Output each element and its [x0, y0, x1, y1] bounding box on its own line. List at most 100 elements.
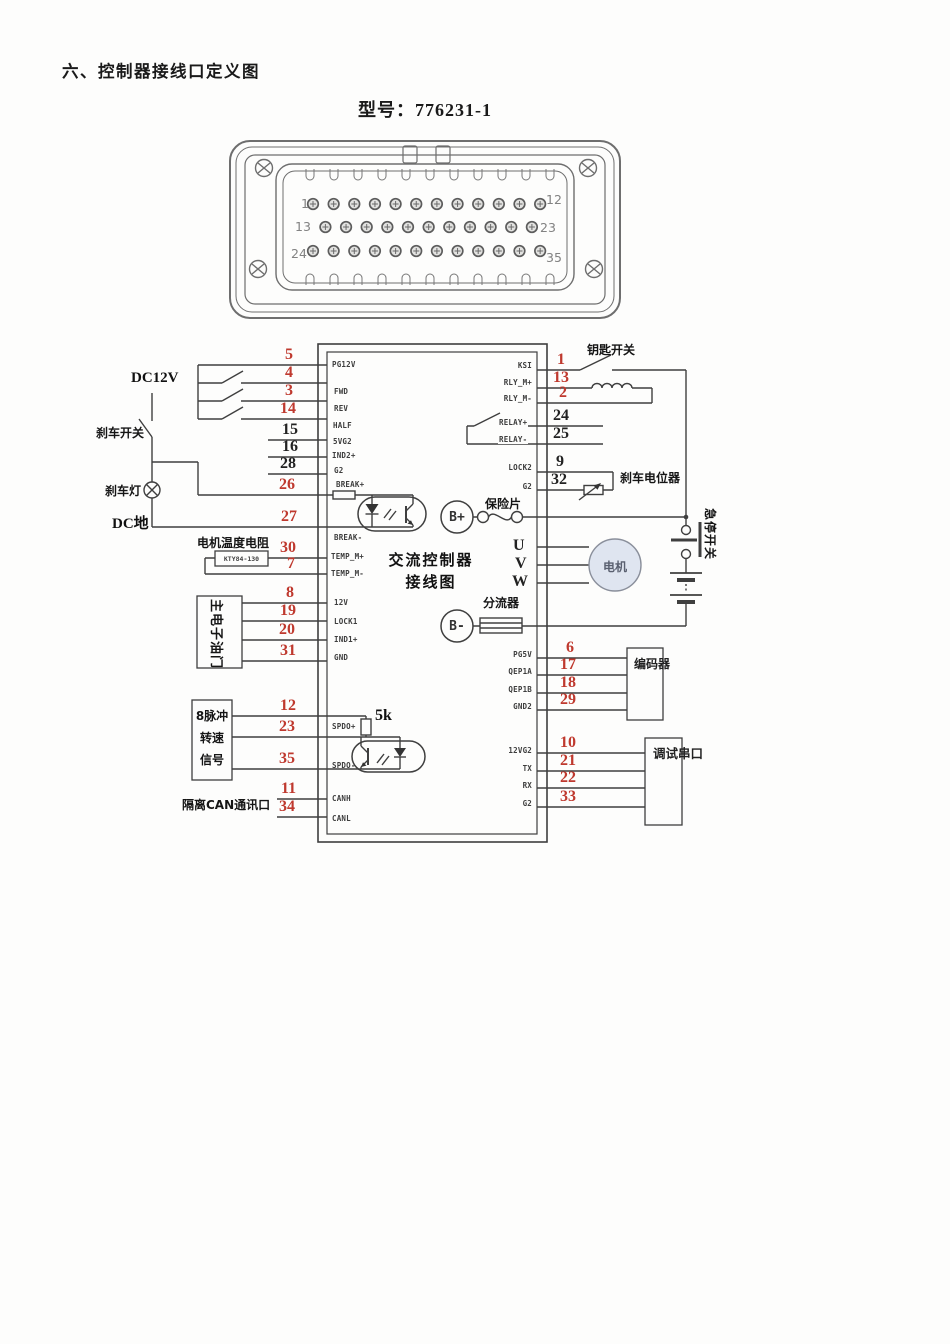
terminal-ksi: KSI: [517, 361, 532, 370]
terminal-gnd: GND: [334, 653, 349, 662]
connector-row3-right-label: 35: [546, 250, 562, 265]
b-minus-label: B-: [449, 619, 465, 634]
label-brake-light: 刹车灯: [105, 484, 142, 498]
terminal-lock1: LOCK1: [334, 617, 358, 626]
temp-sensor-model: KTY84-130: [223, 555, 260, 563]
label-motor-temp-resistor: 电机温度电阻: [197, 536, 270, 550]
connector-teeth-top: [305, 169, 555, 181]
connector-teeth-bottom: [305, 273, 555, 285]
terminal-gnd2: GND2: [513, 702, 532, 711]
terminal-rev: REV: [334, 404, 349, 413]
pin-number-3: 3: [285, 382, 293, 399]
terminal-half: HALF: [333, 421, 352, 430]
fuse-icon: [476, 510, 524, 524]
encoder-box: [626, 647, 664, 721]
b-plus-terminal: [440, 500, 474, 534]
label-motor: 电机: [602, 560, 627, 574]
connector-pin-row-3: [306, 244, 547, 258]
screw-icon: [584, 259, 604, 279]
label-key-switch: 钥匙开关: [587, 343, 636, 357]
pin-number-17: 17: [560, 656, 576, 673]
terminal-ind2: IND2+: [332, 451, 356, 460]
terminal-canl: CANL: [332, 814, 351, 823]
controller-title-line2: 接线图: [405, 573, 457, 591]
screw-icon: [248, 259, 268, 279]
model-number: 型号：776231-1: [358, 100, 492, 120]
label-brake-switch: 刹车开关: [96, 426, 145, 440]
label-serial-port: 调试串口: [653, 746, 704, 761]
terminal-fwd: FWD: [334, 387, 349, 396]
label-can-port: 隔离CAN通讯口: [182, 798, 271, 812]
pin-number-35: 35: [279, 750, 295, 767]
connector-drawing: [229, 140, 621, 319]
terminal-pg5v: PG5V: [513, 650, 532, 659]
label-estop: 急停开关: [703, 508, 717, 561]
pin-number-7: 7: [287, 555, 295, 572]
potentiometer-icon: [578, 483, 604, 501]
pulse-line-1: 8脉冲: [195, 709, 229, 723]
schematic: [138, 343, 702, 843]
pin-number-33: 33: [560, 788, 576, 805]
terminal-lock2: LOCK2: [508, 463, 532, 472]
terminal-qep1a: QEP1A: [508, 667, 532, 676]
b-minus-terminal: [440, 609, 474, 643]
pin-number-15: 15: [282, 421, 298, 438]
motor-symbol: [588, 538, 642, 592]
terminal-rly-plus: RLY_M+: [503, 378, 532, 387]
connector-tab: [435, 145, 451, 164]
label-pulse-signal: 8脉冲 转速 信号: [192, 707, 232, 768]
pin-number-20: 20: [279, 621, 295, 638]
pin-number-32: 32: [551, 471, 567, 488]
estop-icon: [671, 514, 702, 560]
pin-number-8: 8: [286, 584, 294, 601]
pin-number-14: 14: [280, 400, 296, 417]
throttle-box: [196, 595, 243, 669]
pullup-resistor-value: 5k: [375, 707, 392, 724]
terminal-pg12v: PG12V: [332, 360, 356, 369]
terminal-spdo-plus: SPDO+: [332, 722, 356, 731]
break-optocoupler-icon: [327, 490, 427, 532]
terminal-g2-left: G2: [334, 466, 344, 475]
pin-number-29: 29: [560, 691, 576, 708]
terminal-12v: 12V: [334, 598, 349, 607]
pin-number-18: 18: [560, 674, 576, 691]
terminal-relay-plus: RELAY+: [498, 418, 529, 427]
pin-number-4: 4: [285, 364, 293, 381]
terminal-rx: RX: [522, 781, 532, 790]
pin-number-5: 5: [285, 346, 293, 363]
pin-number-10: 10: [560, 734, 576, 751]
pin-number-22: 22: [560, 769, 576, 786]
b-plus-label: B+: [449, 510, 465, 525]
pin-number-1: 1: [557, 351, 565, 368]
pin-number-26: 26: [279, 476, 295, 493]
pin-number-24: 24: [553, 407, 569, 424]
key-switch-icon: [579, 354, 612, 371]
terminal-ind1: IND1+: [334, 635, 358, 644]
connector-row1-right-label: 12: [546, 192, 562, 207]
terminal-relay-minus: RELAY-: [498, 435, 529, 444]
pin-number-9: 9: [556, 453, 564, 470]
terminal-tx: TX: [522, 764, 532, 773]
controller-title-line1: 交流控制器: [388, 551, 474, 569]
pin-number-23: 23: [279, 718, 295, 735]
terminal-u: U: [513, 537, 525, 554]
connector-row2-right-label: 23: [540, 220, 556, 235]
terminal-spdo-minus: SPDO-: [332, 761, 356, 770]
temp-sensor-box: [214, 550, 269, 567]
terminal-g2-bottom: G2: [522, 799, 532, 808]
connector-row1-left-label: 1: [301, 196, 309, 211]
screw-icon: [254, 158, 274, 178]
terminal-temp-plus: TEMP_M+: [331, 552, 365, 561]
pin-number-27: 27: [281, 508, 297, 525]
label-dc-ground: DC地: [112, 516, 149, 532]
fwd-switch-icon: [221, 370, 244, 384]
pin-number-31: 31: [280, 642, 296, 659]
spdo-optocoupler-icon: [327, 715, 426, 773]
connector-pin-row-2: [319, 220, 539, 234]
half-switch-icon: [221, 406, 244, 420]
terminal-12vg2: 12VG2: [508, 746, 532, 755]
pin-number-2: 2: [559, 384, 567, 401]
pin-number-30: 30: [280, 539, 296, 556]
